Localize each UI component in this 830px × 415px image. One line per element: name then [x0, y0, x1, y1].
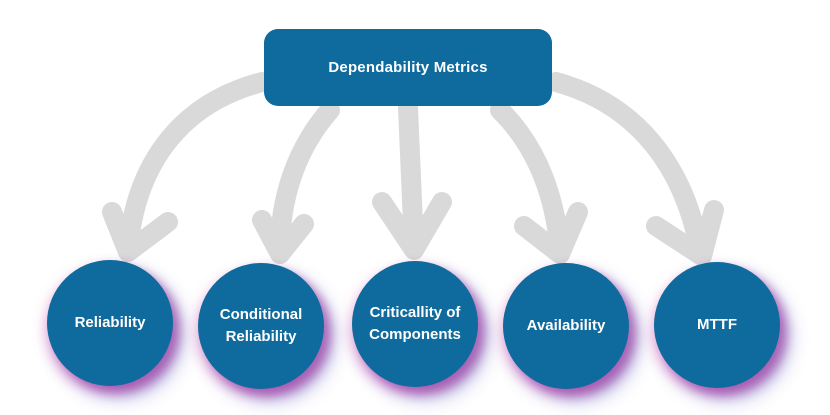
node-criticality-of-components: Criticallity of Components — [352, 261, 478, 387]
arrowhead-availability — [514, 202, 588, 264]
arrow-to-reliability — [118, 72, 272, 260]
node-reliability: Reliability — [47, 260, 173, 386]
arrowhead-mttf — [646, 200, 724, 266]
node-conditional-reliability: Conditional Reliability — [198, 263, 324, 389]
node-label: Reliability — [74, 314, 146, 331]
node-availability: Availability — [503, 263, 629, 389]
arrowhead-reliability — [102, 202, 178, 262]
arrow-to-conditional-reliability — [270, 100, 340, 260]
node-label: Criticallity of Components — [369, 304, 461, 343]
arrowhead-criticality — [372, 192, 452, 260]
node-label: MTTF — [697, 316, 737, 333]
arrow-to-mttf — [546, 72, 710, 262]
node-label: Availability — [526, 317, 606, 334]
root-label: Dependability Metrics — [328, 59, 488, 76]
node-label: Conditional Reliability — [219, 306, 303, 345]
root-dependability-metrics: Dependability Metrics — [264, 29, 552, 106]
arrowhead-conditional-reliability — [252, 210, 314, 264]
arrow-to-availability — [490, 100, 570, 260]
node-mttf: MTTF — [654, 262, 780, 388]
